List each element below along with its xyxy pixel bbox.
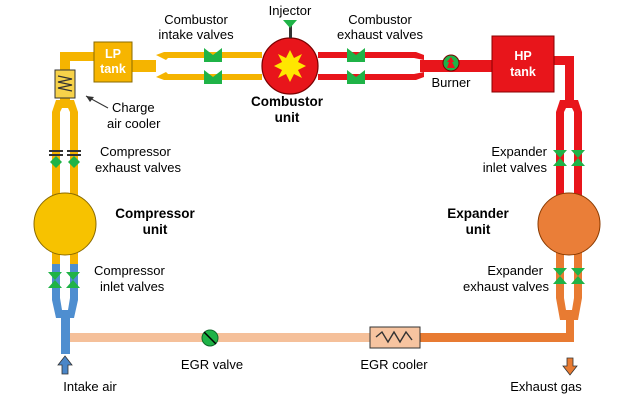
- intake-air-arrow: [57, 355, 73, 375]
- charge-air-label-1: Charge: [112, 100, 155, 115]
- injector-icon: [283, 20, 297, 38]
- hp-tank-label-1: HP: [514, 49, 531, 63]
- expander-exhaust-valves: [553, 268, 585, 284]
- exhaust-gas-label: Exhaust gas: [510, 379, 582, 394]
- hp-to-expander-pipe: [554, 56, 582, 198]
- check-valve-icon: [67, 150, 81, 168]
- comp-inlet-label-2: inlet valves: [100, 279, 165, 294]
- lp-tank-label-1: LP: [105, 47, 121, 61]
- lp-tank-label-2: tank: [100, 62, 126, 76]
- combustor-exhaust-label-1: Combustor: [348, 12, 412, 27]
- bowtie-valve-icon: [553, 150, 567, 158]
- burner-icon: [442, 54, 460, 72]
- exhaust-gas-arrow: [562, 357, 578, 376]
- hp-tank-label-2: tank: [510, 65, 536, 79]
- combustor-unit-label-2: unit: [275, 110, 300, 125]
- comp-exhaust-label-1: Compressor: [100, 144, 171, 159]
- flame-icon: [274, 50, 306, 82]
- comp-unit-label-2: unit: [143, 222, 168, 237]
- comp-exhaust-label-2: exhaust valves: [95, 160, 181, 175]
- check-valve-icon: [49, 150, 63, 168]
- egr-valve-icon: [201, 329, 219, 347]
- lp-tank: LP tank: [93, 41, 133, 83]
- exp-unit-label-2: unit: [466, 222, 491, 237]
- combustor-intake-label-1: Combustor: [164, 12, 228, 27]
- expander-exhaust-pipe: [556, 246, 582, 342]
- hp-tank: HP tank: [491, 35, 555, 93]
- burner-label: Burner: [431, 75, 471, 90]
- combustor-exhaust-valves: [347, 48, 365, 84]
- compressor-unit: [33, 192, 97, 256]
- comp-inlet-label-1: Compressor: [94, 263, 165, 278]
- egr-pipe-right: [420, 333, 572, 342]
- charge-air-label-2: air cooler: [107, 116, 161, 131]
- egr-cooler: [369, 326, 421, 349]
- exp-unit-label-1: Expander: [447, 206, 509, 221]
- lp-to-combustor-pipe: [132, 52, 262, 80]
- expander-inlet-valves: [553, 150, 585, 166]
- heat-exchanger-icon: [57, 75, 73, 92]
- exp-exhaust-label-1: Expander: [487, 263, 543, 278]
- combustor-intake-valves: [204, 48, 222, 84]
- compressor-inlet-valves: [48, 272, 80, 288]
- charge-air-cooler: [54, 69, 76, 99]
- heat-exchanger-icon: [375, 330, 413, 344]
- comp-unit-label-1: Compressor: [115, 206, 195, 221]
- exp-inlet-label-2: inlet valves: [483, 160, 548, 175]
- bowtie-valve-icon: [48, 272, 62, 280]
- egr-cooler-label: EGR cooler: [360, 357, 428, 372]
- exp-inlet-label-1: Expander: [491, 144, 547, 159]
- compressor-exhaust-valves: [49, 150, 81, 168]
- combustor-unit: [261, 37, 319, 95]
- combustor-intake-label-2: intake valves: [158, 27, 234, 42]
- combustor-unit-label-1: Combustor: [251, 94, 324, 109]
- intake-air-label: Intake air: [63, 379, 117, 394]
- exp-exhaust-label-2: exhaust valves: [463, 279, 549, 294]
- egr-valve-label: EGR valve: [181, 357, 243, 372]
- charge-air-pointer-head: [86, 96, 94, 102]
- combustor-exhaust-label-2: exhaust valves: [337, 27, 423, 42]
- injector-label: Injector: [269, 3, 312, 18]
- egr-pipe-left: [70, 333, 370, 342]
- bowtie-valve-icon: [553, 268, 567, 276]
- expander-unit: [537, 192, 601, 256]
